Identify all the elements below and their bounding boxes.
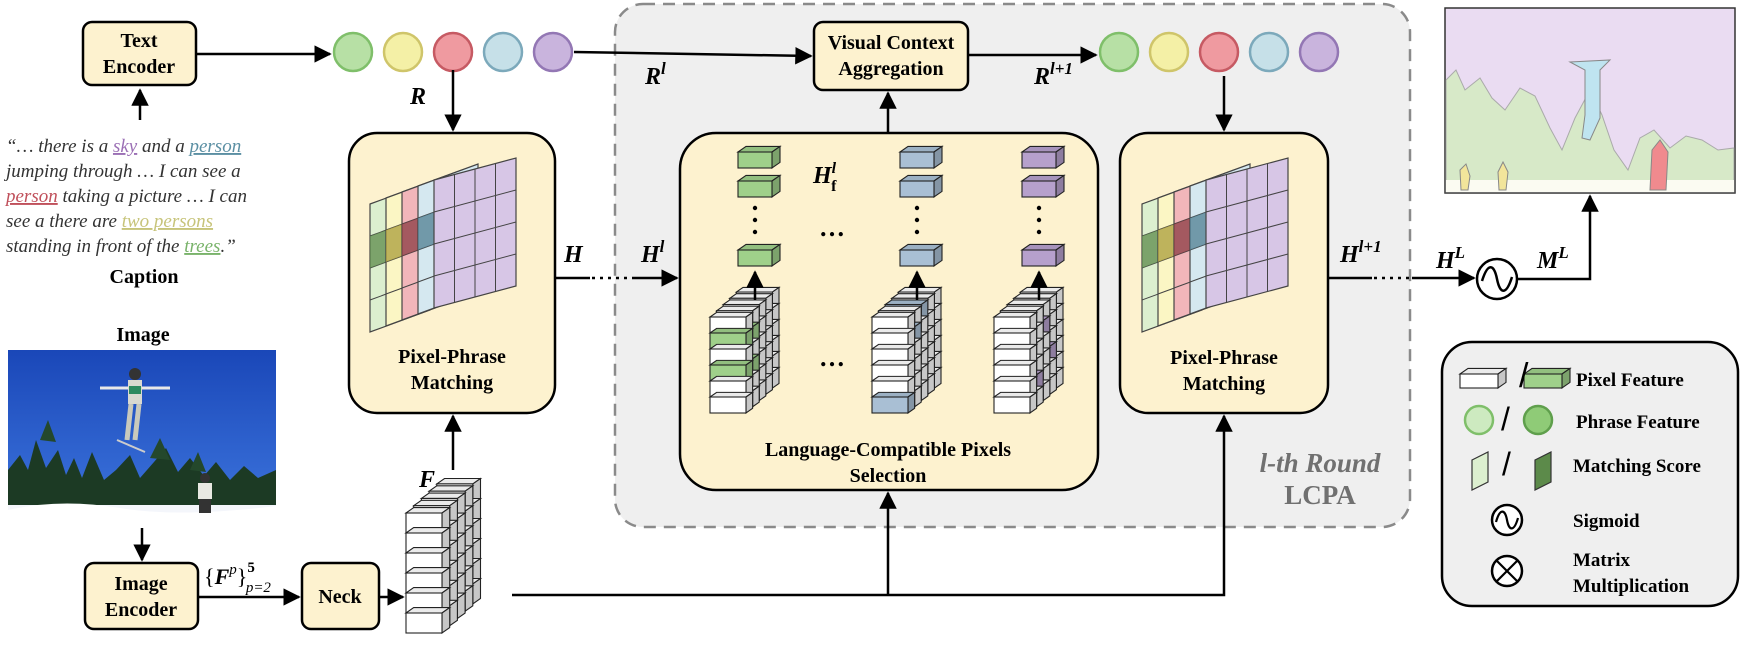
phrase-features-initial	[332, 31, 574, 73]
legend-slash-2: /	[1501, 401, 1510, 437]
pixel-feature-cube	[1021, 151, 1057, 169]
legend-sigmoid: Sigmoid	[1573, 511, 1640, 532]
pixel-feature-cube	[709, 396, 747, 414]
pixel-feature-cube	[899, 151, 935, 169]
legend-matmul-1: Matrix	[1573, 550, 1630, 571]
matching-score-icon-light	[1471, 451, 1489, 491]
symbol-Rl: Rl	[644, 59, 666, 90]
selected-pixel-features	[708, 145, 1066, 415]
pixel-feature-cube	[1459, 373, 1499, 389]
symbol-ML: ML	[1536, 243, 1569, 274]
caption-line: jumping through … I can see a	[3, 161, 241, 182]
pixel-feature-cube	[1523, 373, 1563, 389]
phrase-feature-icon-light	[1463, 404, 1495, 436]
phrase-feature-circle	[1198, 31, 1240, 73]
pixel-feature-cube	[1021, 180, 1057, 198]
matching-score-icon-dark	[1534, 451, 1552, 491]
phrase-feature-circle	[482, 31, 524, 73]
sigmoid-node	[1475, 257, 1519, 301]
caption-line: person taking a picture … I can	[4, 186, 247, 207]
caption-text-block: “… there is a sky and a person jumping th…	[3, 136, 247, 257]
symbol-R: R	[409, 84, 426, 110]
neck-block: Neck	[300, 561, 381, 631]
legend-pixel-feature: Pixel Feature	[1576, 370, 1684, 391]
symbol-Hl1: Hl+1	[1339, 237, 1382, 268]
output-mask	[1444, 7, 1736, 194]
pixel-phrase-matching-block-1: Pixel-Phrase Matching	[347, 131, 557, 415]
image-encoder-label-2: Encoder	[105, 599, 177, 621]
ppm2-label-2: Matching	[1183, 373, 1265, 395]
image-encoder-label-1: Image	[114, 573, 167, 595]
pixel-feature-cube	[737, 151, 773, 169]
pixel-feature-cube	[737, 249, 773, 267]
legend-matching-score: Matching Score	[1573, 456, 1701, 477]
caption-line: standing in front of the trees.”	[6, 236, 236, 257]
pixel-feature-cube	[1021, 249, 1057, 267]
phrase-feature-circle	[1098, 31, 1140, 73]
input-image	[8, 350, 276, 528]
symbol-Rl1: Rl+1	[1033, 59, 1073, 90]
pixel-feature-volume	[404, 477, 483, 635]
ppm2-label-1: Pixel-Phrase	[1170, 347, 1278, 369]
round-label-2: LCPA	[1284, 480, 1356, 510]
phrase-feature-circle	[1298, 31, 1340, 73]
symbol-Hl: Hl	[640, 237, 665, 268]
pixel-feature-cube	[993, 396, 1031, 414]
pixel-phrase-matching-block-2: Pixel-Phrase Matching	[1118, 131, 1330, 415]
pixel-feature-cube	[405, 612, 443, 634]
lcps-label-1: Language-Compatible Pixels	[765, 439, 1011, 461]
legend-panel: Pixel Feature Phrase Feature Matching Sc…	[1440, 340, 1740, 608]
vca-label-2: Aggregation	[838, 58, 943, 80]
text-encoder-block: Text Encoder	[81, 20, 198, 87]
connectors	[131, 45, 1599, 606]
pixel-feature-cube	[899, 180, 935, 198]
lcps-block: Language-Compatible Pixels Selection	[678, 131, 1100, 492]
legend-matmul-2: Multiplication	[1573, 576, 1690, 597]
ellipsis-top: …	[819, 213, 845, 242]
symbol-H: H	[563, 242, 584, 268]
text-encoder-label-1: Text	[120, 30, 157, 52]
visual-context-aggregation-block: Visual Context Aggregation	[812, 20, 970, 92]
ellipsis-bottom: …	[819, 343, 845, 372]
phrase-feature-icon-dark	[1522, 404, 1554, 436]
pixel-feature-cube	[899, 249, 935, 267]
phrase-feature-circle	[532, 31, 574, 73]
caption-line: “… there is a sky and a person	[6, 136, 241, 157]
pixel-feature-cube	[737, 180, 773, 198]
phrase-feature-circle	[1248, 31, 1290, 73]
phrase-feature-circle	[332, 31, 374, 73]
matching-score-maps-2	[1141, 157, 1289, 333]
neck-label: Neck	[318, 586, 362, 608]
phrase-feature-circle	[1148, 31, 1190, 73]
text-encoder-label-2: Encoder	[103, 56, 175, 78]
legend-slash-3: /	[1502, 446, 1511, 482]
phrase-features-updated	[1098, 31, 1340, 73]
vca-label-1: Visual Context	[828, 32, 955, 54]
phrase-feature-circle	[432, 31, 474, 73]
legend-phrase-feature: Phrase Feature	[1576, 412, 1700, 433]
ppm1-label-2: Matching	[411, 372, 493, 394]
lcps-label-2: Selection	[850, 465, 927, 487]
legend-slash-1: /	[1519, 357, 1529, 395]
round-label-1: l-th Round	[1260, 448, 1381, 478]
caption-title: Caption	[110, 266, 179, 288]
image-encoder-block: Image Encoder	[83, 561, 200, 631]
symbol-F: F	[418, 467, 435, 493]
caption-line: see a there are two persons	[6, 211, 213, 232]
pixel-feature-cube	[871, 396, 909, 414]
ppm1-label-1: Pixel-Phrase	[398, 346, 506, 368]
image-title: Image	[116, 324, 169, 346]
phrase-feature-circle	[382, 31, 424, 73]
matching-score-maps-1	[369, 157, 517, 333]
symbol-HL: HL	[1435, 243, 1465, 274]
